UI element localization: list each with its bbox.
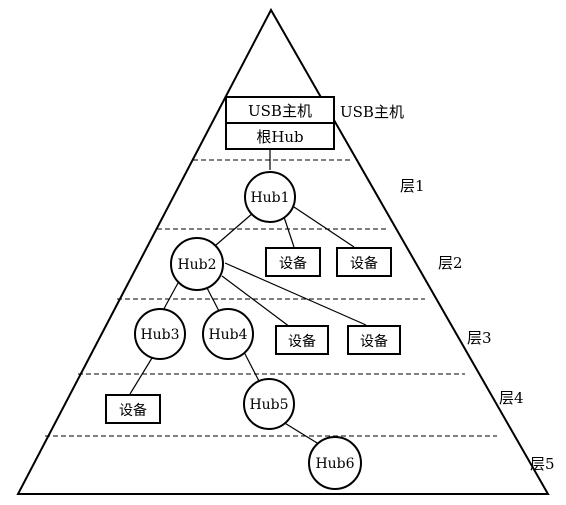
- hub5-label: Hub5: [249, 397, 288, 413]
- hub2-node: Hub2: [170, 237, 224, 291]
- layer-label-4: 层4: [499, 389, 524, 407]
- hub2-label: Hub2: [177, 257, 216, 273]
- root-hub-label: 根Hub: [256, 128, 303, 146]
- device-node: 设备: [336, 247, 392, 277]
- hub6-label: Hub6: [315, 456, 354, 472]
- edge-hub2-hub4: [205, 285, 221, 314]
- hub1-node: Hub1: [244, 171, 296, 223]
- edge-hub2-device-c: [221, 275, 291, 328]
- edge-hub1-hub2: [215, 212, 254, 246]
- usb-host-side-label: USB主机: [340, 103, 404, 121]
- edge-hub1-device-a: [282, 213, 295, 248]
- hub1-label: Hub1: [250, 190, 289, 206]
- edge-hub5-hub6: [282, 421, 323, 447]
- hub5-node: Hub5: [243, 378, 295, 430]
- device-label: 设备: [350, 255, 378, 272]
- device-label: 设备: [119, 402, 147, 419]
- layer-label-5: 层5: [530, 455, 555, 473]
- device-node: 设备: [105, 394, 161, 424]
- device-label: 设备: [288, 333, 316, 350]
- layer-label-3: 层3: [467, 329, 492, 347]
- hub4-label: Hub4: [208, 327, 247, 343]
- usb-host-label: USB主机: [248, 102, 312, 120]
- layer-label-2: 层2: [438, 254, 463, 272]
- device-node: 设备: [265, 247, 321, 277]
- hub3-label: Hub3: [140, 327, 179, 343]
- edge-hub4-hub5: [243, 351, 261, 384]
- edge-hub2-device-d: [224, 262, 367, 326]
- device-node: 设备: [347, 325, 401, 355]
- edge-hub1-device-b: [293, 206, 355, 248]
- hub4-node: Hub4: [202, 308, 254, 360]
- device-label: 设备: [360, 333, 388, 350]
- device-node: 设备: [275, 325, 329, 355]
- edge-hub3-device-e: [129, 357, 153, 395]
- hub3-node: Hub3: [134, 308, 186, 360]
- layer-label-1: 层1: [400, 177, 425, 195]
- hub6-node: Hub6: [308, 436, 362, 490]
- usb-host-box: USB主机 根Hub: [225, 96, 335, 150]
- device-label: 设备: [279, 255, 307, 272]
